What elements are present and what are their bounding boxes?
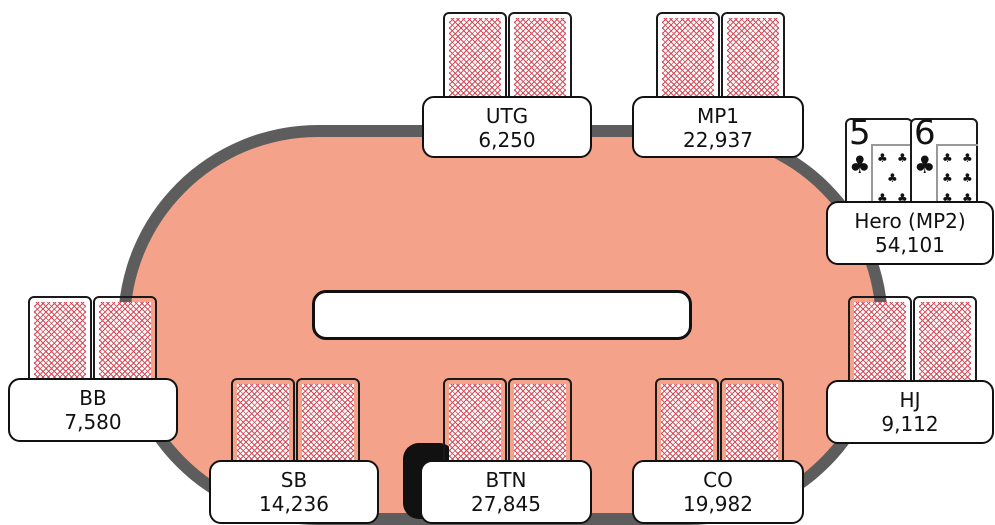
co-card-back-1 (655, 378, 719, 468)
bb-card-back-1 (28, 296, 92, 386)
seat-bb-name: BB (79, 386, 107, 410)
co-card-back-2 (720, 378, 784, 468)
club-icon: ♣ (877, 191, 888, 205)
mp1-card-back-1 (656, 12, 720, 102)
seat-co[interactable]: CO 19,982 (632, 460, 804, 524)
seat-hj-name: HJ (899, 388, 921, 412)
hj-card-back-1 (848, 296, 912, 386)
hero-card-1-face: ♣ ♣ ♣ ♣ ♣ (871, 144, 913, 210)
seat-utg[interactable]: UTG 6,250 (422, 96, 592, 158)
seat-bb[interactable]: BB 7,580 (8, 378, 178, 442)
seat-mp1[interactable]: MP1 22,937 (632, 96, 804, 158)
seat-co-name: CO (703, 468, 733, 492)
seat-mp1-stack: 22,937 (683, 128, 753, 152)
club-icon: ♣ (962, 191, 973, 205)
club-icon: ♣ (962, 151, 973, 165)
club-icon: ♣ (962, 171, 973, 185)
seat-bb-stack: 7,580 (64, 410, 122, 434)
seat-sb[interactable]: SB 14,236 (209, 460, 379, 524)
club-icon: ♣ (897, 151, 908, 165)
seat-sb-name: SB (280, 468, 308, 492)
hero-card-2-rank: 6 (914, 113, 936, 153)
sb-card-back-2 (296, 378, 360, 468)
club-icon: ♣ (877, 151, 888, 165)
utg-card-back-1 (443, 12, 507, 102)
mp1-card-back-2 (721, 12, 785, 102)
club-icon: ♣ (914, 151, 936, 179)
hero-card-1: 5 ♣ ♣ ♣ ♣ ♣ ♣ (845, 113, 913, 210)
seat-btn-stack: 27,845 (471, 492, 541, 516)
seat-hero-name: Hero (MP2) (854, 209, 966, 233)
seat-co-stack: 19,982 (683, 492, 753, 516)
sb-card-back-1 (231, 378, 295, 468)
club-icon: ♣ (942, 171, 953, 185)
club-icon: ♣ (897, 191, 908, 205)
seat-hj-stack: 9,112 (881, 412, 939, 436)
seat-hero-stack: 54,101 (875, 233, 945, 257)
hero-card-1-rank: 5 (849, 113, 871, 153)
seat-btn-name: BTN (485, 468, 527, 492)
seat-utg-name: UTG (485, 104, 529, 128)
hj-card-back-2 (913, 296, 977, 386)
seat-hj[interactable]: HJ 9,112 (826, 380, 994, 444)
btn-card-back-2 (508, 378, 572, 468)
seat-hero[interactable]: Hero (MP2) 54,101 (826, 201, 994, 265)
community-board-area (312, 290, 692, 340)
hero-card-2: 6 ♣ ♣ ♣ ♣ ♣ ♣ ♣ (910, 113, 978, 210)
seat-mp1-name: MP1 (696, 104, 740, 128)
utg-card-back-2 (508, 12, 572, 102)
bb-card-back-2 (93, 296, 157, 386)
seat-sb-stack: 14,236 (259, 492, 329, 516)
seat-btn[interactable]: BTN 27,845 (420, 460, 592, 524)
hero-card-2-face: ♣ ♣ ♣ ♣ ♣ ♣ (936, 144, 978, 210)
btn-card-back-1 (443, 378, 507, 468)
club-icon: ♣ (942, 191, 953, 205)
club-icon: ♣ (849, 151, 871, 179)
club-icon: ♣ (887, 171, 898, 185)
seat-utg-stack: 6,250 (478, 128, 536, 152)
club-icon: ♣ (942, 151, 953, 165)
